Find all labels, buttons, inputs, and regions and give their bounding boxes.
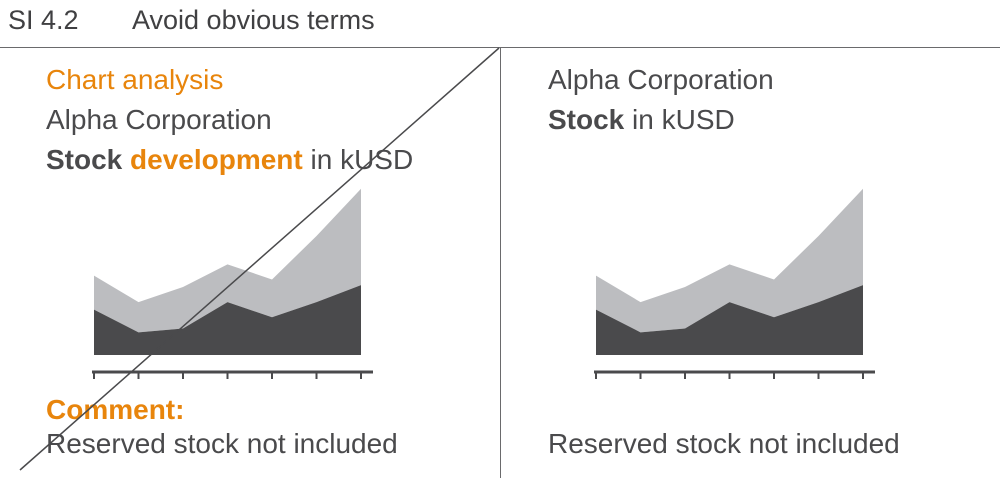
stock-chart-left [92,188,373,379]
chart-analysis-label: Chart analysis [46,64,224,95]
chart-title: Stock development in kUSD [46,140,536,180]
company-name: Alpha Corporation [46,104,272,135]
company-name: Alpha Corporation [548,64,774,95]
panel-good-example: Alpha Corporation Stock in kUSD Reserved… [548,60,1000,478]
metric-highlight: development [130,144,303,175]
slide-code: SI 4.2 [8,5,79,35]
metric-bold: Stock [548,104,625,135]
slide-title: Avoid obvious terms [132,5,375,35]
metric-bold: Stock [46,144,123,175]
footnote-left: Reserved stock not included [46,428,398,459]
footnote-right: Reserved stock not included [548,428,900,459]
slide-header: SI 4.2 Avoid obvious terms [8,4,375,36]
metric-unit: in kUSD [302,144,414,175]
panel-bad-example: Chart analysis Alpha Corporation Stock d… [46,60,536,478]
stock-chart-right [594,188,875,379]
area-series-total [596,188,863,333]
area-series-base [596,285,863,355]
metric-unit: in kUSD [624,104,735,135]
chart-title: Stock in kUSD [548,100,1000,140]
panel-divider [500,47,501,478]
